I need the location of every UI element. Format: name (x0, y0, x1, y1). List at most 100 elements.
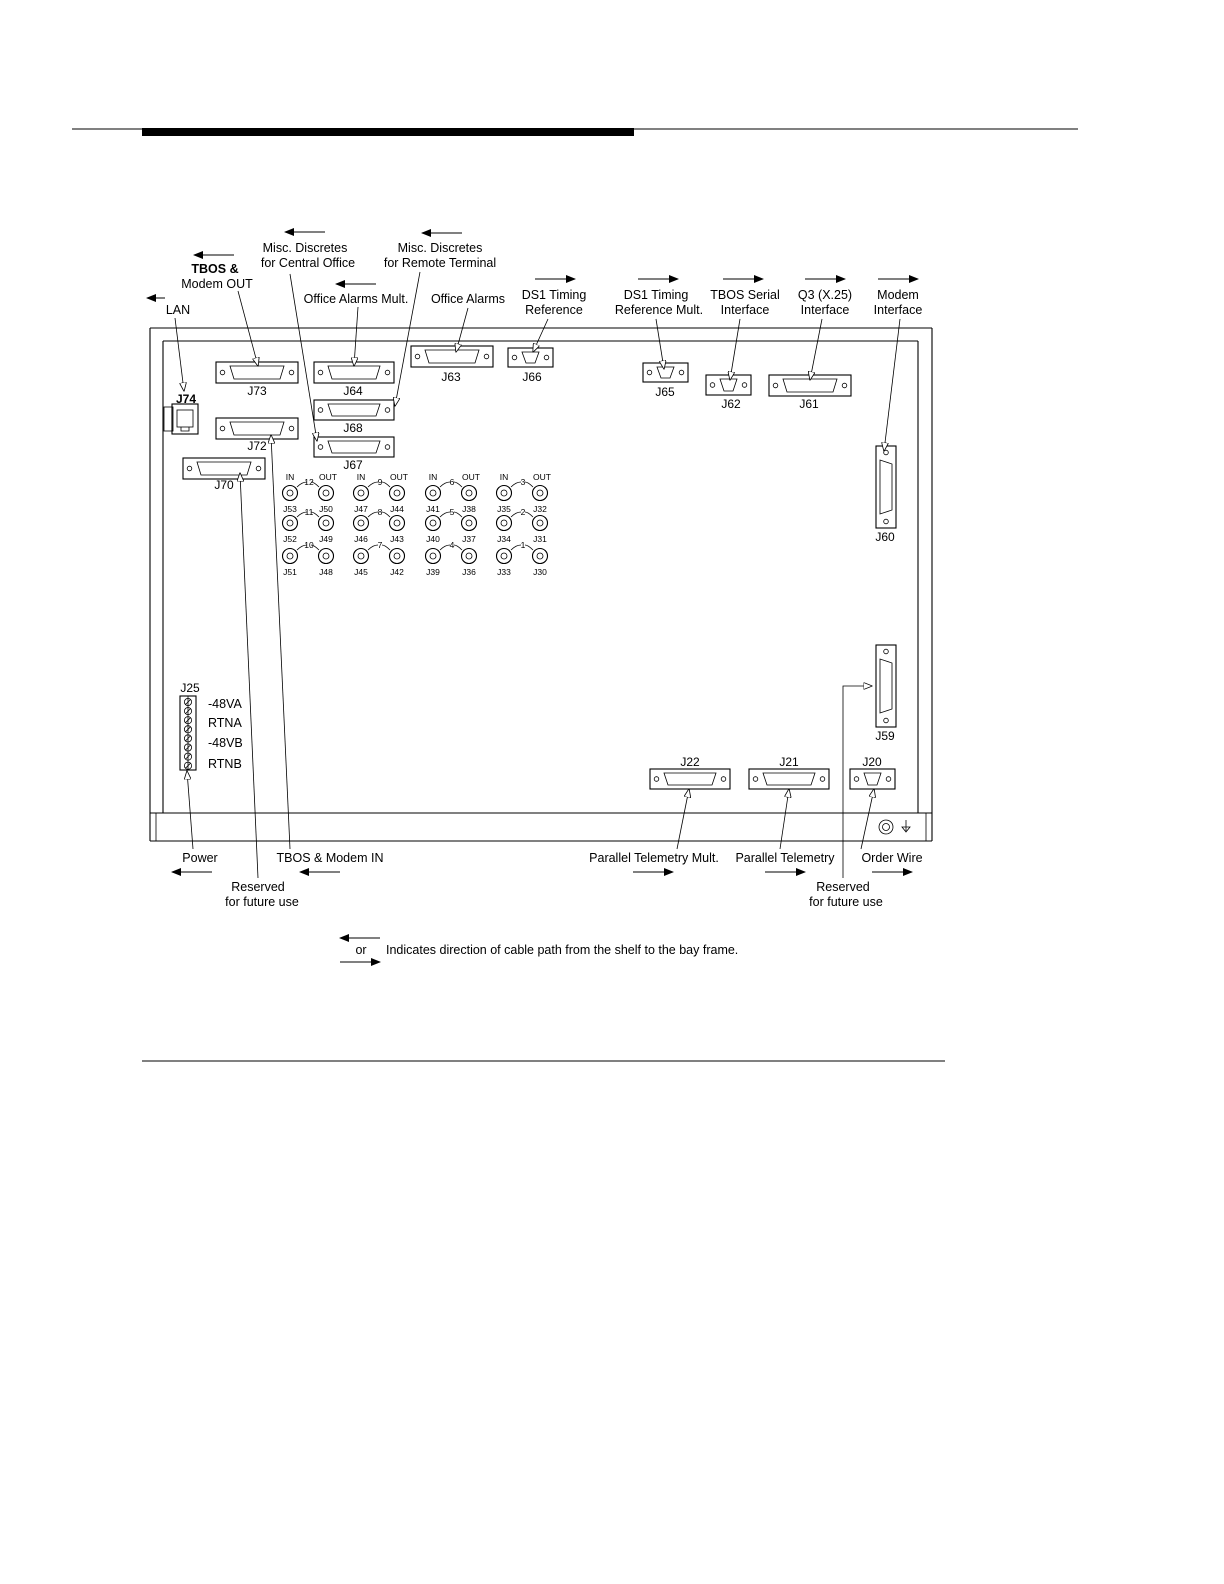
bnc-in-jack-label: J35 (497, 504, 511, 514)
bnc-in-header: IN (286, 472, 295, 482)
bnc-out-jack-label: J32 (533, 504, 547, 514)
terminal-screw-icon (183, 743, 192, 752)
bnc-out-header: OUT (390, 472, 408, 482)
label-misc-co-1: Misc. Discretes (263, 241, 348, 255)
bnc-jack-icon (317, 484, 335, 502)
label-parallel-telemetry-mult: Parallel Telemetry Mult. (589, 851, 719, 865)
bnc-jack-icon (460, 514, 478, 532)
callout-leaders (174, 271, 901, 879)
bnc-jack-icon (352, 484, 370, 502)
label-modem-if-2: Interface (874, 303, 923, 317)
bnc-in-jack-label: J52 (283, 534, 297, 544)
label-tbos-modem-out-1: TBOS & (191, 262, 238, 276)
label-power: Power (182, 851, 217, 865)
bnc-jack-icon (317, 547, 335, 565)
bnc-out-jack-label: J49 (319, 534, 333, 544)
label-tbos-serial-1: TBOS Serial (710, 288, 779, 302)
bnc-channel-number: 11 (305, 507, 314, 517)
bnc-jack-icon (388, 484, 406, 502)
bnc-out-jack-label: J44 (390, 504, 404, 514)
bnc-jack-icon (531, 484, 549, 502)
legend-text: Indicates direction of cable path from t… (386, 943, 738, 957)
connector-j67 (313, 436, 395, 458)
bnc-out-header: OUT (319, 472, 337, 482)
bnc-jack-icon (424, 514, 442, 532)
bnc-jack-icon (317, 514, 335, 532)
bnc-in-header: IN (429, 472, 438, 482)
bnc-channel-number: 4 (450, 540, 455, 550)
bnc-out-jack-label: J48 (319, 567, 333, 577)
jack-label-j20: J20 (862, 755, 882, 769)
label-tbos-serial-2: Interface (721, 303, 770, 317)
bnc-in-jack-label: J53 (283, 504, 297, 514)
bnc-jack-icon (424, 484, 442, 502)
jack-label-j60: J60 (875, 530, 895, 544)
bnc-in-jack-label: J39 (426, 567, 440, 577)
connector-j73 (215, 361, 299, 384)
bnc-channel-number: 10 (304, 540, 314, 550)
label-ds1-timing-mult-2: Reference Mult. (615, 303, 703, 317)
jack-label-j73: J73 (247, 384, 267, 398)
bnc-jack-icon (495, 547, 513, 565)
jack-label-j74: J74 (176, 392, 196, 406)
bnc-in-jack-label: J47 (354, 504, 368, 514)
bnc-jack-icon (531, 514, 549, 532)
power-label-rtna: RTNA (208, 716, 242, 730)
lan-rj45-jack (163, 403, 199, 435)
bnc-in-header: IN (357, 472, 366, 482)
bnc-jack-icon (460, 484, 478, 502)
bnc-in-jack-label: J45 (354, 567, 368, 577)
terminal-screw-icon (183, 716, 192, 725)
shelf-outline (149, 327, 933, 842)
terminal-screw-icon (183, 761, 192, 770)
jack-label-j66: J66 (522, 370, 542, 384)
connector-j70 (182, 457, 266, 480)
connector-j66 (507, 347, 554, 368)
bnc-jack-icon (388, 547, 406, 565)
connector-j63 (410, 345, 494, 368)
label-modem-if-1: Modem (877, 288, 919, 302)
jack-label-j22: J22 (680, 755, 700, 769)
label-ds1-timing-1: DS1 Timing (522, 288, 587, 302)
bnc-out-jack-label: J50 (319, 504, 333, 514)
connector-j72 (215, 417, 299, 440)
connector-j22 (649, 768, 731, 790)
jack-label-j63: J63 (441, 370, 461, 384)
bnc-in-jack-label: J33 (497, 567, 511, 577)
bnc-channel-number: 3 (521, 477, 526, 487)
bnc-in-jack-label: J41 (426, 504, 440, 514)
bnc-channel-number: 1 (521, 540, 526, 550)
bnc-in-jack-label: J40 (426, 534, 440, 544)
jack-label-j21: J21 (779, 755, 799, 769)
bnc-jack-icon (388, 514, 406, 532)
bnc-out-jack-label: J36 (462, 567, 476, 577)
label-order-wire: Order Wire (861, 851, 922, 865)
jack-label-j62: J62 (721, 397, 741, 411)
terminal-screw-icon (183, 752, 192, 761)
label-q3-1: Q3 (X.25) (798, 288, 852, 302)
label-office-alarms: Office Alarms (431, 292, 505, 306)
bnc-channel-number: 12 (304, 477, 314, 487)
label-tbos-modem-out-2: Modem OUT (181, 277, 253, 291)
bnc-jack-icon (495, 514, 513, 532)
power-label-48vb: -48VB (208, 736, 243, 750)
connector-j60 (875, 445, 897, 529)
label-reserved-right-2: for future use (809, 895, 883, 909)
power-label-48va: -48VA (208, 697, 242, 711)
bnc-out-header: OUT (462, 472, 480, 482)
power-terminal-screws (183, 698, 192, 770)
bnc-channel-number: 9 (378, 477, 383, 487)
